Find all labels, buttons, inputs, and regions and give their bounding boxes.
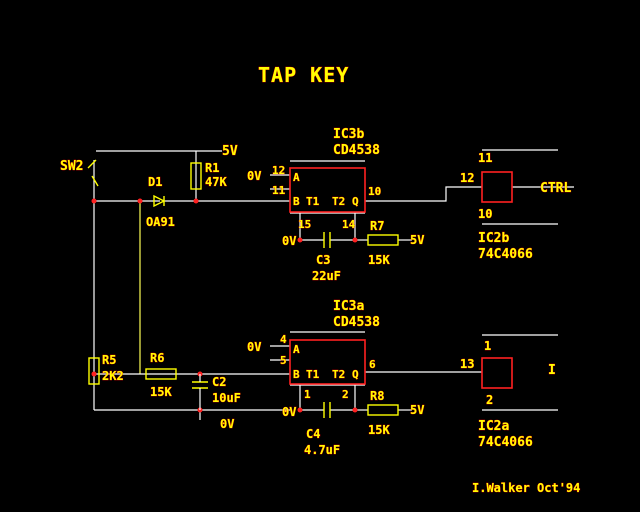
ic3b-in-label: 0V: [247, 169, 261, 183]
ic3b-t2: T2: [332, 195, 345, 208]
r5-ref: R5: [102, 353, 116, 367]
ic3a-pin2: 2: [342, 388, 349, 401]
ic3a-pin5: 5: [280, 354, 287, 367]
ic3b-pin14: 14: [342, 218, 356, 231]
ic3a-a: A: [293, 343, 300, 356]
ic3b-pin10: 10: [368, 185, 381, 198]
ic3a-pin6: 6: [369, 358, 376, 371]
top-5v-label: 5V: [222, 144, 238, 159]
ic3a-t2: T2: [332, 368, 345, 381]
ic2a-switch: 1 13 2 IC2a 74C4066: [460, 339, 534, 451]
c3-ref: C3: [316, 253, 330, 267]
ic3b-pin11: 11: [272, 184, 286, 197]
ic2b-type: 74C4066: [478, 247, 533, 262]
author-credit: I.Walker Oct'94: [472, 481, 580, 495]
ic3a-b: B: [293, 368, 300, 381]
resistor-r8: R8 15K 5V: [367, 389, 425, 437]
diagram-title: TAP KEY: [258, 63, 349, 87]
r1-ref: R1: [205, 161, 219, 175]
r7-rail: 5V: [410, 233, 424, 247]
capacitor-c4: 0V C4 4.7uF: [282, 402, 340, 457]
resistor-r6: R6 15K: [145, 351, 177, 399]
ctrl-output-label: CTRL: [540, 181, 571, 196]
r8-value: 15K: [368, 423, 390, 437]
c4-value: 4.7uF: [304, 443, 340, 457]
c2-rail: 0V: [220, 417, 234, 431]
c4-rail: 0V: [282, 405, 296, 419]
r7-value: 15K: [368, 253, 390, 267]
ic3a-t1: T1: [306, 368, 320, 381]
ic2b-pin11: 11: [478, 151, 492, 165]
c2-value: 10uF: [212, 391, 241, 405]
capacitor-c2: C2 10uF 0V: [192, 374, 241, 431]
ic3b-type: CD4538: [333, 143, 380, 158]
i-output-label: I: [548, 363, 556, 378]
ic2a-pin13: 13: [460, 357, 474, 371]
ic3b-t1: T1: [306, 195, 320, 208]
capacitor-c3: 0V C3 22uF: [282, 232, 341, 283]
c3-rail: 0V: [282, 234, 296, 248]
r8-rail: 5V: [410, 403, 424, 417]
c4-ref: C4: [306, 427, 320, 441]
wires: [93, 149, 574, 420]
ic3a-pin1: 1: [304, 388, 311, 401]
sw2-label: SW2: [60, 159, 83, 174]
ic3b-q: Q: [352, 195, 359, 208]
diode-d1: D1 OA91: [146, 175, 176, 230]
ic3b-chip: IC3b CD4538 0V 12 11 A B Q 10 T1 T2 15 1…: [247, 127, 382, 232]
r7-ref: R7: [370, 219, 384, 233]
ic3a-type: CD4538: [333, 315, 380, 330]
ic3b-b: B: [293, 195, 300, 208]
ic2b-pin10: 10: [478, 207, 492, 221]
ic3a-chip: IC3a CD4538 0V 4 5 A B Q 6 T1 T2 1 2: [247, 299, 381, 402]
r1-value: 47K: [205, 175, 227, 189]
c3-value: 22uF: [312, 269, 341, 283]
ic2a-pin1: 1: [484, 339, 491, 353]
ic3a-q: Q: [352, 368, 359, 381]
ic3b-a: A: [293, 171, 300, 184]
ic3b-ref: IC3b: [333, 127, 364, 142]
ic2b-switch: 11 12 10 IC2b 74C4066: [460, 151, 534, 263]
ic2a-pin2: 2: [486, 393, 493, 407]
ic2b-pin12: 12: [460, 171, 474, 185]
ic2a-type: 74C4066: [478, 435, 533, 450]
resistor-r5: R5 2K2: [88, 353, 124, 385]
ic3a-ref: IC3a: [333, 299, 364, 314]
resistor-r7: R7 15K 5V: [367, 219, 425, 267]
d1-value: OA91: [146, 215, 175, 229]
resistor-r1: R1 47K: [190, 161, 228, 190]
ic2b-ref: IC2b: [478, 231, 509, 246]
switch-sw2: SW2: [60, 159, 99, 187]
r6-ref: R6: [150, 351, 164, 365]
r6-value: 15K: [150, 385, 172, 399]
ic3b-pin12: 12: [272, 164, 285, 177]
r5-value: 2K2: [102, 369, 124, 383]
ic3a-pin4: 4: [280, 333, 287, 346]
d1-ref: D1: [148, 175, 162, 189]
ic2a-ref: IC2a: [478, 419, 509, 434]
r8-ref: R8: [370, 389, 384, 403]
ic3a-in-label: 0V: [247, 340, 261, 354]
c2-ref: C2: [212, 375, 226, 389]
ic3b-pin15: 15: [298, 218, 311, 231]
